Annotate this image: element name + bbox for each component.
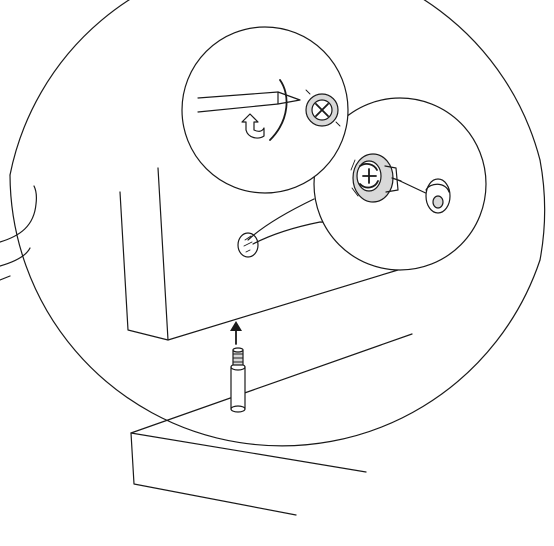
screwdriver-turn-detail [182,27,348,193]
side-peg-icon [0,186,36,280]
up-arrow-icon [230,321,242,344]
dowel [231,348,245,412]
callout-leader-upper [248,199,314,240]
outer-circle-frame-right [540,160,545,260]
cam-lock-hole [238,233,258,257]
lower-panel [131,334,412,515]
